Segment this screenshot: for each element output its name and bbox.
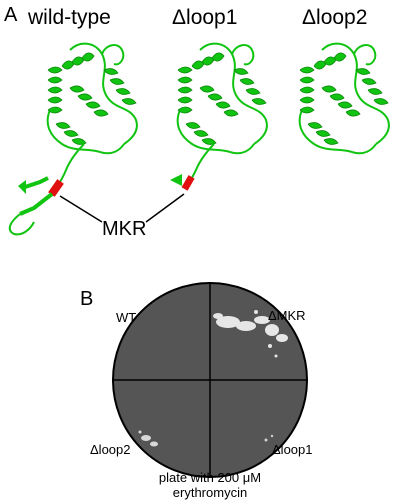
mkr-label: MKR [102, 218, 147, 240]
protein-dloop1 [170, 42, 268, 191]
mkr-segment-wild-type [48, 179, 64, 197]
protein-dloop2 [298, 42, 390, 155]
plate-label-dmkr: ΔMKR [268, 308, 306, 323]
colony-growth-dmkr [213, 310, 288, 358]
colony-growth-dloop1 [264, 434, 274, 442]
plate-caption-line2: erythromycin [172, 485, 248, 500]
colony-growth-dloop2 [138, 430, 158, 447]
plate-caption-line1: plate with 200 μM [158, 470, 262, 485]
mkr-segment-dloop1 [181, 175, 195, 191]
mkr-callout-line-right [145, 193, 185, 223]
plate-label-dloop1: Δloop1 [272, 442, 313, 457]
plate-label-wt: WT [116, 310, 137, 325]
protein-wild-type [8, 42, 138, 236]
mkr-callout-line-left [59, 195, 103, 223]
panel-b-letter: B [80, 288, 94, 310]
title-dloop2: Δloop2 [302, 6, 368, 29]
title-dloop1: Δloop1 [172, 6, 238, 29]
plate-label-dloop2: Δloop2 [90, 442, 131, 457]
title-wild-type: wild-type [28, 6, 111, 29]
agar-plate [112, 282, 308, 478]
panel-a-letter: A [4, 4, 18, 26]
